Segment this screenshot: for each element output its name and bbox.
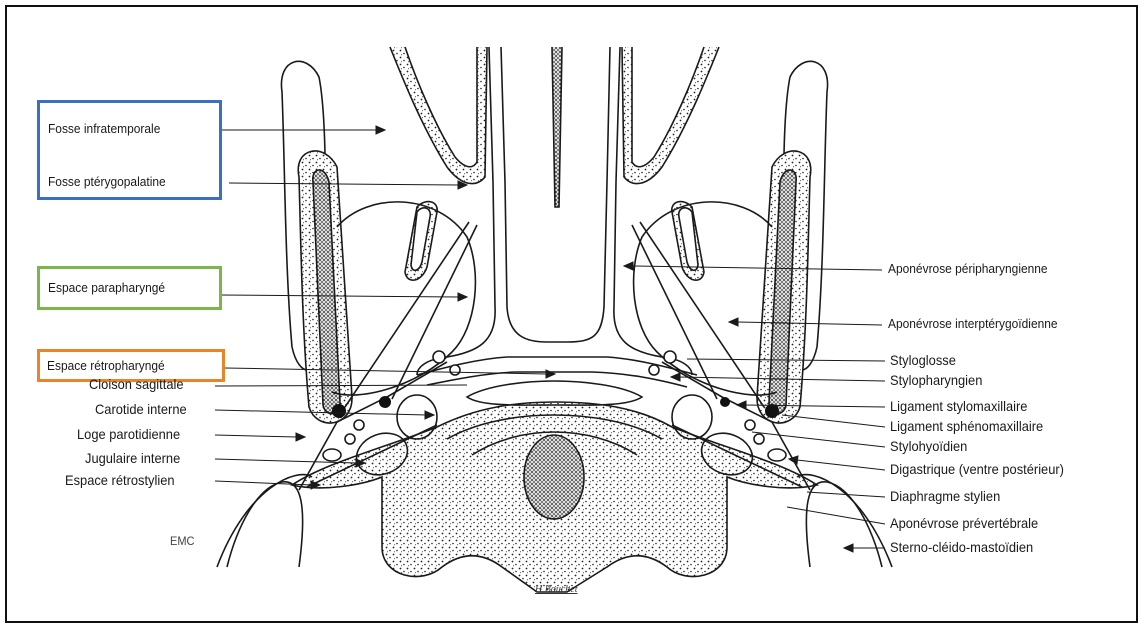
label-espace-retropharynge: Espace rétropharyngé	[47, 358, 165, 374]
label-diaphragme-stylien: Diaphragme stylien	[890, 488, 1000, 504]
figure-frame: Fosse infratemporale Fosse ptérygopalati…	[5, 5, 1138, 623]
label-ligament-stylomaxillaire: Ligament stylomaxillaire	[890, 398, 1027, 414]
label-fosse-pterygopalatine: Fosse ptérygopalatine	[48, 174, 166, 190]
label-sterno-cleido-mastoidien: Sterno-cléido-mastoïdien	[890, 539, 1033, 555]
illustrator-signature: H Bouchet	[535, 584, 578, 595]
label-stylohyoidien: Stylohyoïdien	[890, 438, 967, 454]
label-loge-parotidienne: Loge parotidienne	[77, 426, 180, 442]
label-styloglosse: Styloglosse	[890, 352, 956, 368]
label-stylopharyngien: Stylopharyngien	[890, 372, 982, 388]
label-cloison-sagittale: Cloison sagittale	[89, 376, 184, 392]
label-espace-parapharynge: Espace parapharyngé	[48, 280, 165, 296]
label-jugulaire-interne: Jugulaire interne	[85, 450, 180, 466]
emc-logo: EMC	[170, 533, 195, 549]
label-fosse-infratemporale: Fosse infratemporale	[48, 121, 160, 137]
label-aponevrose-prevertebrale: Aponévrose prévertébrale	[890, 515, 1038, 531]
label-carotide-interne: Carotide interne	[95, 401, 187, 417]
label-ligament-sphenomaxillaire: Ligament sphénomaxillaire	[890, 418, 1043, 434]
label-aponevrose-peripharyngienne: Aponévrose péripharyngienne	[888, 261, 1048, 277]
label-espace-retrostylien: Espace rétrostylien	[65, 472, 175, 488]
label-digastrique: Digastrique (ventre postérieur)	[890, 461, 1064, 477]
label-aponevrose-interpterygoidienne: Aponévrose interptérygoïdienne	[888, 316, 1058, 332]
